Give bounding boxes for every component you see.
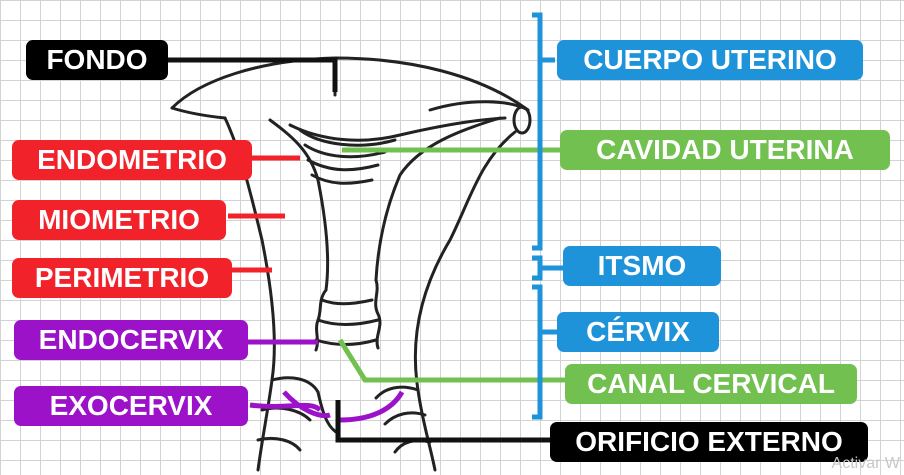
connector-lines <box>168 57 565 443</box>
label-cuerpo-uterino: CUERPO UTERINO <box>557 40 863 80</box>
fondo-connector <box>168 57 338 92</box>
label-canal-cervical: CANAL CERVICAL <box>565 364 857 404</box>
exocervix-arc-left <box>282 390 331 419</box>
label-itsmo: ITSMO <box>563 246 721 286</box>
label-exocervix: EXOCERVIX <box>14 386 248 426</box>
label-perimetrio: PERIMETRIO <box>12 258 232 298</box>
canal-connector <box>337 338 565 383</box>
region-bracket <box>532 12 563 420</box>
label-orificio-externo: ORIFICIO EXTERNO <box>550 422 868 462</box>
label-endometrio: ENDOMETRIO <box>12 140 252 180</box>
label-endocervix: ENDOCERVIX <box>14 320 248 360</box>
label-fondo: FONDO <box>26 40 168 80</box>
label-miometrio: MIOMETRIO <box>12 200 226 240</box>
exocervix-arc-right <box>339 390 405 423</box>
label-cervix: CÉRVIX <box>557 312 719 352</box>
orificio-connector <box>335 400 552 443</box>
activation-watermark: Activar W <box>831 455 900 472</box>
label-cavidad-uterina: CAVIDAD UTERINA <box>560 130 890 170</box>
